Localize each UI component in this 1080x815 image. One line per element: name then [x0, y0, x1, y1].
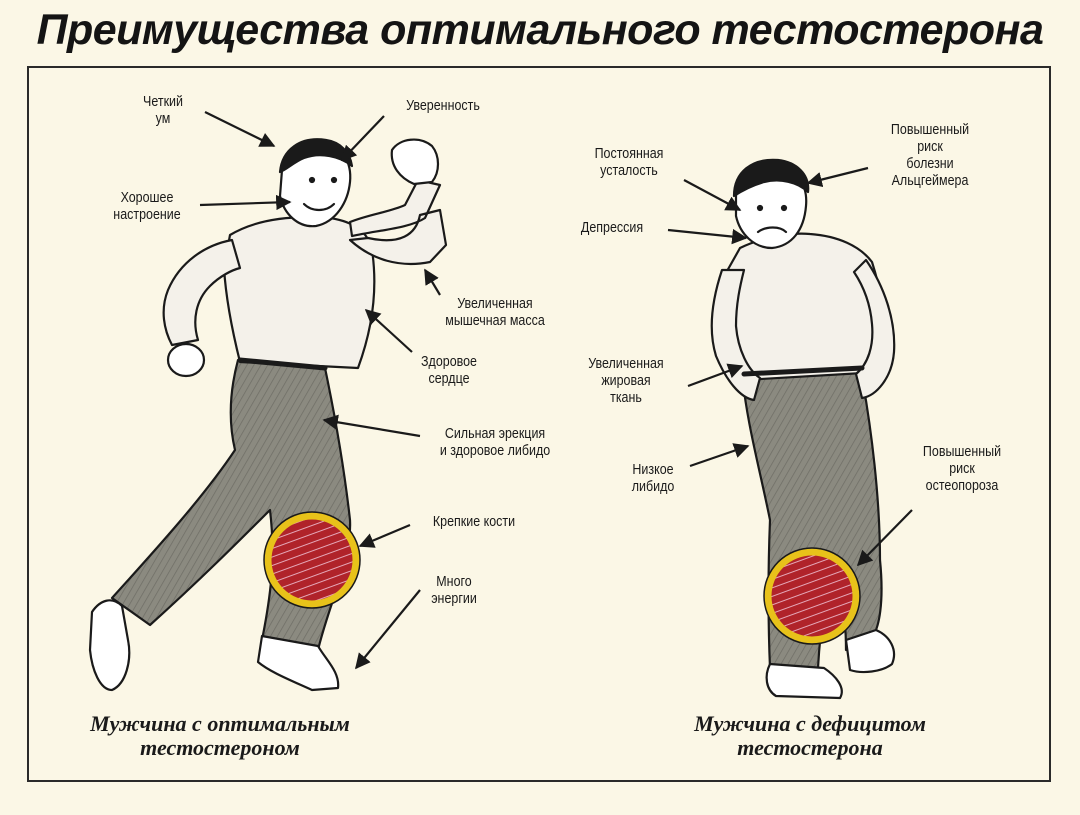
healthy-man-back-arm: [162, 238, 242, 347]
arrow-muscle-mass: [424, 268, 441, 296]
label-alzheimer: Повышенный риск болезни Альцгеймера: [890, 122, 970, 189]
label-clear-mind: Четкий ум: [143, 94, 183, 127]
healthy-man-hair: [278, 138, 354, 174]
deficient-man-arrows: [667, 166, 913, 567]
healthy-man-back-fist: [166, 342, 206, 378]
deficient-man-hair: [732, 158, 810, 198]
caption-healthy-man: Мужчина с оптимальным тестостероном: [90, 711, 350, 760]
healthy-man-back-shoe: [88, 599, 131, 692]
caption-deficient-man: Мужчина с дефицитом тестостерона: [694, 711, 926, 760]
arrow-fat-tissue: [687, 363, 744, 388]
label-fat-tissue: Увеличенная жировая ткань: [588, 356, 664, 406]
label-fatigue: Постоянная усталость: [594, 146, 664, 179]
arrow-fatigue: [683, 179, 742, 211]
arrow-alzheimer: [806, 166, 869, 188]
deficient-man-left-arm: [710, 268, 762, 402]
diagram-frame: [27, 66, 1051, 782]
label-depression: Депрессия: [580, 220, 644, 236]
healthy-man-raised-fist: [390, 138, 440, 186]
healthy-man-smile: [302, 202, 336, 212]
arrow-clear-mind: [204, 111, 276, 147]
healthy-man-arrows: [199, 111, 441, 670]
label-good-mood: Хорошее настроение: [113, 190, 181, 223]
deficient-man-shirt: [720, 232, 887, 382]
arrow-healthy-heart: [364, 308, 413, 353]
arrow-erection: [322, 414, 421, 438]
label-healthy-heart: Здоровое сердце: [421, 354, 477, 387]
arrow-strong-bones: [358, 523, 411, 548]
arrow-low-libido: [689, 443, 750, 468]
arrow-osteoporosis: [856, 509, 913, 567]
label-muscle-mass: Увеличенная мышечная масса: [445, 296, 545, 329]
deficient-man-frown: [756, 226, 788, 234]
arrow-depression: [667, 228, 748, 245]
label-strong-bones: Крепкие кости: [432, 514, 516, 530]
deficient-man-left-shoe: [765, 662, 843, 700]
label-low-libido: Низкое либидо: [631, 462, 675, 495]
weak-bone-magnifier: [763, 547, 861, 645]
healthy-bone-magnifier: [263, 511, 361, 609]
deficient-man-right-arm: [852, 258, 896, 400]
healthy-man-front-shoe: [256, 634, 340, 692]
label-osteoporosis: Повышенный риск остеопороза: [922, 444, 1002, 494]
label-confidence: Уверенность: [406, 98, 480, 114]
arrow-confidence: [340, 115, 385, 162]
label-erection-libido: Сильная эрекция и здоровое либидо: [439, 426, 551, 459]
healthy-man-flexed-arm: [348, 178, 448, 266]
label-energy: Много энергии: [431, 574, 477, 607]
deficient-man-right-shoe: [844, 628, 896, 674]
arrow-good-mood: [199, 194, 292, 211]
arrow-energy: [355, 589, 421, 670]
page-title: Преимущества оптимального тестостерона: [36, 6, 1044, 54]
